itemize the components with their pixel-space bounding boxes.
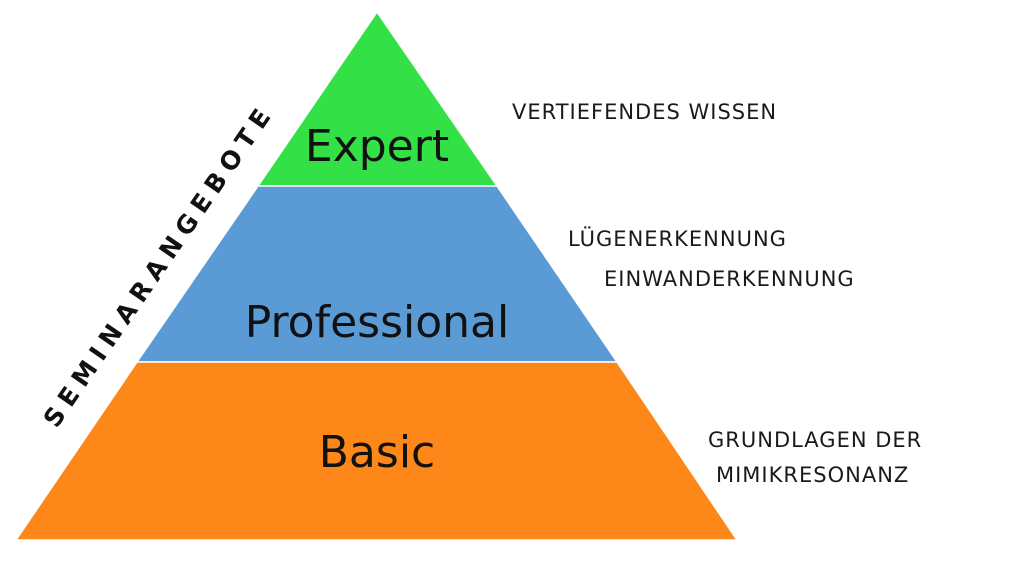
basic-note-1: GRUNDLAGEN DER <box>708 428 922 452</box>
basic-note-2: MIMIKRESONANZ <box>716 463 909 487</box>
tier-professional-label: Professional <box>245 297 509 348</box>
professional-note-1: LÜGENERKENNUNG <box>568 226 787 251</box>
tier-basic-label: Basic <box>319 427 436 478</box>
tier-basic-shape <box>14 361 739 541</box>
tier-expert-label: Expert <box>305 121 449 172</box>
professional-note-2: EINWANDERKENNUNG <box>604 267 855 291</box>
expert-note: VERTIEFENDES WISSEN <box>512 100 777 124</box>
